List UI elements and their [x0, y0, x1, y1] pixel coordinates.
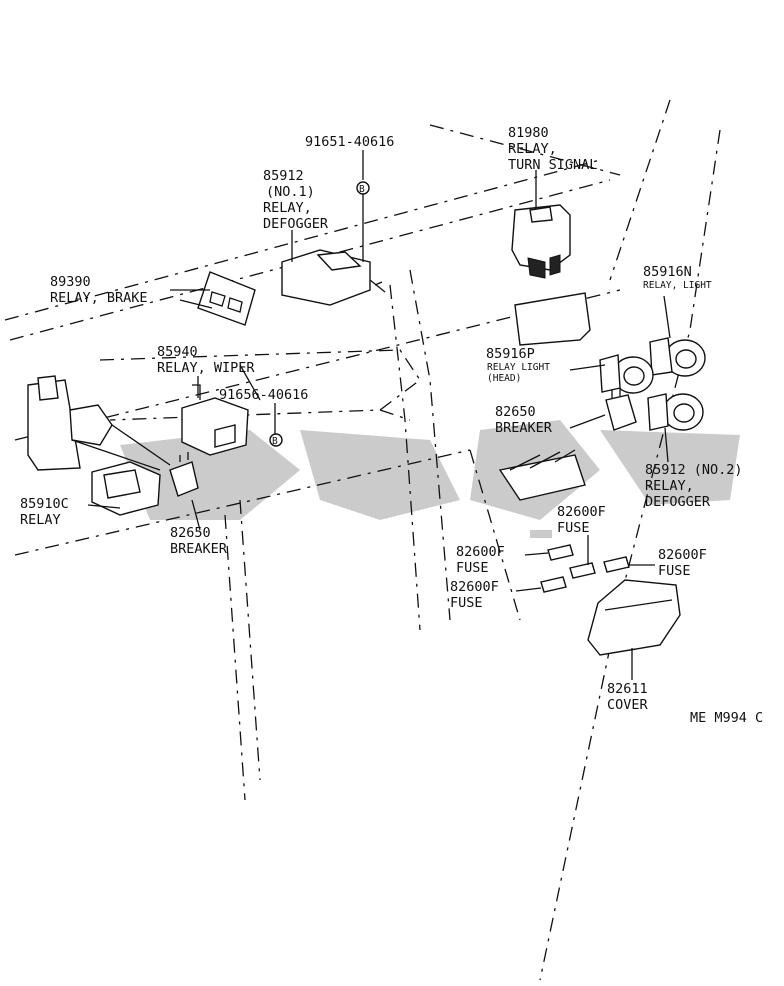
body-outline: [4, 99, 721, 981]
bolt-91656: [269, 403, 283, 447]
bulb-85912-no2: [647, 393, 704, 463]
relay-turn-signal: [511, 170, 571, 279]
label-85912b-l2: DEFOGGER: [645, 494, 711, 510]
label-82600f4-l1: FUSE: [450, 595, 483, 611]
breaker-left: [169, 452, 201, 531]
label-81980-l1: RELAY,: [508, 141, 557, 157]
label-85940-code: 85940: [157, 344, 198, 360]
label-82600f2-code: 82600F: [456, 544, 505, 560]
label-82600f3-code: 82600F: [658, 547, 707, 563]
label-82600f1-l1: FUSE: [557, 520, 590, 536]
cover-82611: [587, 579, 681, 680]
label-82611-l1: COVER: [607, 697, 649, 713]
label-82600f4-code: 82600F: [450, 579, 499, 595]
bolt-91651: [356, 150, 370, 262]
label-81980-code: 81980: [508, 125, 549, 141]
label-82600f3-l1: FUSE: [658, 563, 691, 579]
label-91656-code: 91656-40616: [219, 387, 308, 403]
watermark: [120, 420, 740, 538]
label-85912b-l1: RELAY,: [645, 478, 694, 494]
label-81980-l2: TURN SIGNAL: [508, 157, 597, 173]
label-82650a-code: 82650: [495, 404, 536, 420]
bulb-85916n: [649, 295, 706, 377]
label-89390-l1: RELAY, BRAKE: [50, 290, 148, 306]
label-85916n-code: 85916N: [643, 264, 692, 280]
label-82611-code: 82611: [607, 681, 648, 697]
label-85912a-code: 85912: [263, 168, 304, 184]
label-85910c-l1: RELAY: [20, 512, 61, 528]
relay-defogger-1: [281, 230, 386, 306]
label-82650b-l1: BREAKER: [170, 541, 228, 557]
label-85940-l1: RELAY, WIPER: [157, 360, 255, 376]
label-89390-code: 89390: [50, 274, 91, 290]
label-85916p-code: 85916P: [486, 346, 535, 362]
label-82600f1-code: 82600F: [557, 504, 606, 520]
label-85916p-l1: RELAY LIGHT: [487, 362, 550, 373]
label-82650b-code: 82650: [170, 525, 211, 541]
fuse-group: [515, 535, 655, 593]
label-85916p-l2: (HEAD): [487, 373, 521, 384]
label-91656-badge: B: [272, 436, 278, 447]
label-85912a-l1: (NO.1): [266, 184, 315, 200]
junction-block: [498, 292, 591, 501]
label-85912a-l2: RELAY,: [263, 200, 312, 216]
relay-brake: [170, 271, 256, 326]
label-82650a-l1: BREAKER: [495, 420, 553, 436]
label-91651-badge: B: [359, 184, 365, 195]
label-85916n-l1: RELAY, LIGHT: [643, 280, 712, 291]
label-82600f2-l1: FUSE: [456, 560, 489, 576]
bulb-85916p: [569, 354, 654, 394]
label-91651-code: 91651-40616: [305, 134, 394, 150]
labels: 91651-40616 B 81980 RELAY, TURN SIGNAL 8…: [20, 125, 763, 726]
label-85912a-l3: DEFOGGER: [263, 216, 329, 232]
label-85912b-code: 85912 (NO.2): [645, 462, 743, 478]
breaker-right: [569, 388, 637, 431]
relay-85910c: [27, 375, 171, 516]
relay-wiper: [181, 364, 261, 456]
figure-id: ME M994 C: [690, 710, 763, 726]
label-85910c-code: 85910C: [20, 496, 69, 512]
